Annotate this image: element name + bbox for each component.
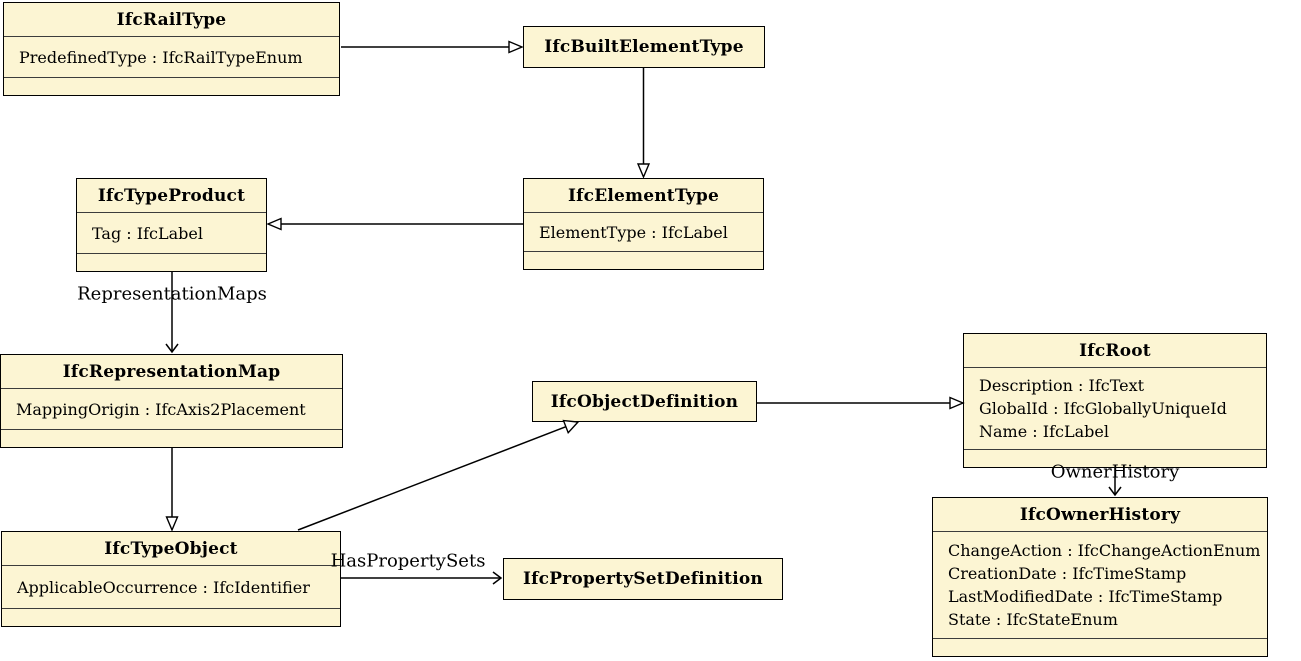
class-box-ifc-type-product[interactable]: IfcTypeProduct Tag : IfcLabel: [76, 178, 267, 272]
class-attributes: PredefinedType : IfcRailTypeEnum: [4, 37, 339, 78]
attribute: Description : IfcText: [979, 376, 1145, 395]
operations-compartment: [2, 609, 340, 626]
class-title: IfcRailType: [4, 3, 339, 37]
class-attributes: MappingOrigin : IfcAxis2Placement: [1, 389, 342, 430]
inheritance-arrowhead-icon: [165, 516, 179, 532]
inheritance-arrowhead-icon: [636, 163, 651, 179]
operations-compartment: [933, 639, 1267, 656]
attribute: Name : IfcLabel: [979, 422, 1109, 441]
edge-label-has-property-sets: HasPropertySets: [330, 550, 486, 572]
class-title: IfcPropertySetDefinition: [523, 569, 763, 589]
class-box-ifc-root[interactable]: IfcRoot Description : IfcText GlobalId :…: [963, 333, 1267, 468]
class-box-ifc-element-type[interactable]: IfcElementType ElementType : IfcLabel: [523, 178, 764, 270]
inheritance-arrowhead-icon: [949, 396, 965, 410]
attribute: MappingOrigin : IfcAxis2Placement: [16, 399, 306, 419]
class-box-ifc-type-object[interactable]: IfcTypeObject ApplicableOccurrence : Ifc…: [1, 531, 341, 627]
inheritance-arrowhead-icon: [508, 40, 524, 54]
class-title: IfcOwnerHistory: [933, 498, 1267, 532]
inheritance-arrowhead-icon: [266, 217, 282, 231]
operations-compartment: [77, 254, 266, 271]
class-box-ifc-built-element-type[interactable]: IfcBuiltElementType: [523, 26, 765, 68]
edge-label-representation-maps: RepresentationMaps: [77, 283, 267, 305]
attribute: PredefinedType : IfcRailTypeEnum: [19, 47, 303, 67]
class-box-ifc-object-definition[interactable]: IfcObjectDefinition: [532, 381, 757, 422]
class-box-ifc-property-set-definition[interactable]: IfcPropertySetDefinition: [503, 558, 783, 600]
association-arrowhead-icon: [165, 343, 179, 354]
class-title: IfcTypeObject: [2, 532, 340, 566]
class-title: IfcBuiltElementType: [544, 37, 744, 57]
association-arrowhead-icon: [1108, 486, 1122, 497]
class-box-ifc-owner-history[interactable]: IfcOwnerHistory ChangeAction : IfcChange…: [932, 497, 1268, 657]
class-attributes: Tag : IfcLabel: [77, 213, 266, 254]
class-attributes: Description : IfcText GlobalId : IfcGlob…: [964, 368, 1266, 450]
class-attributes: ElementType : IfcLabel: [524, 213, 763, 252]
class-title: IfcRepresentationMap: [1, 355, 342, 389]
operations-compartment: [524, 252, 763, 269]
class-box-ifc-representation-map[interactable]: IfcRepresentationMap MappingOrigin : Ifc…: [0, 354, 343, 448]
inheritance-arrowhead-icon: [562, 419, 580, 435]
edge-label-owner-history: OwnerHistory: [1050, 461, 1180, 483]
class-title: IfcObjectDefinition: [550, 391, 739, 412]
class-title: IfcRoot: [964, 334, 1266, 368]
association-arrowhead-icon: [492, 571, 503, 585]
attribute: CreationDate : IfcTimeStamp: [948, 564, 1187, 583]
operations-compartment: [4, 78, 339, 95]
attribute: Tag : IfcLabel: [92, 223, 203, 243]
attribute: ApplicableOccurrence : IfcIdentifier: [17, 577, 310, 597]
class-attributes: ApplicableOccurrence : IfcIdentifier: [2, 566, 340, 609]
attribute: LastModifiedDate : IfcTimeStamp: [948, 587, 1223, 606]
class-box-ifc-rail-type[interactable]: IfcRailType PredefinedType : IfcRailType…: [3, 2, 340, 96]
class-title: IfcElementType: [524, 179, 763, 213]
attribute: GlobalId : IfcGloballyUniqueId: [979, 399, 1227, 418]
attribute: ElementType : IfcLabel: [539, 222, 728, 242]
operations-compartment: [1, 430, 342, 447]
attribute: State : IfcStateEnum: [948, 610, 1118, 629]
attribute: ChangeAction : IfcChangeActionEnum: [948, 541, 1261, 560]
class-title: IfcTypeProduct: [77, 179, 266, 213]
class-attributes: ChangeAction : IfcChangeActionEnum Creat…: [933, 532, 1267, 639]
